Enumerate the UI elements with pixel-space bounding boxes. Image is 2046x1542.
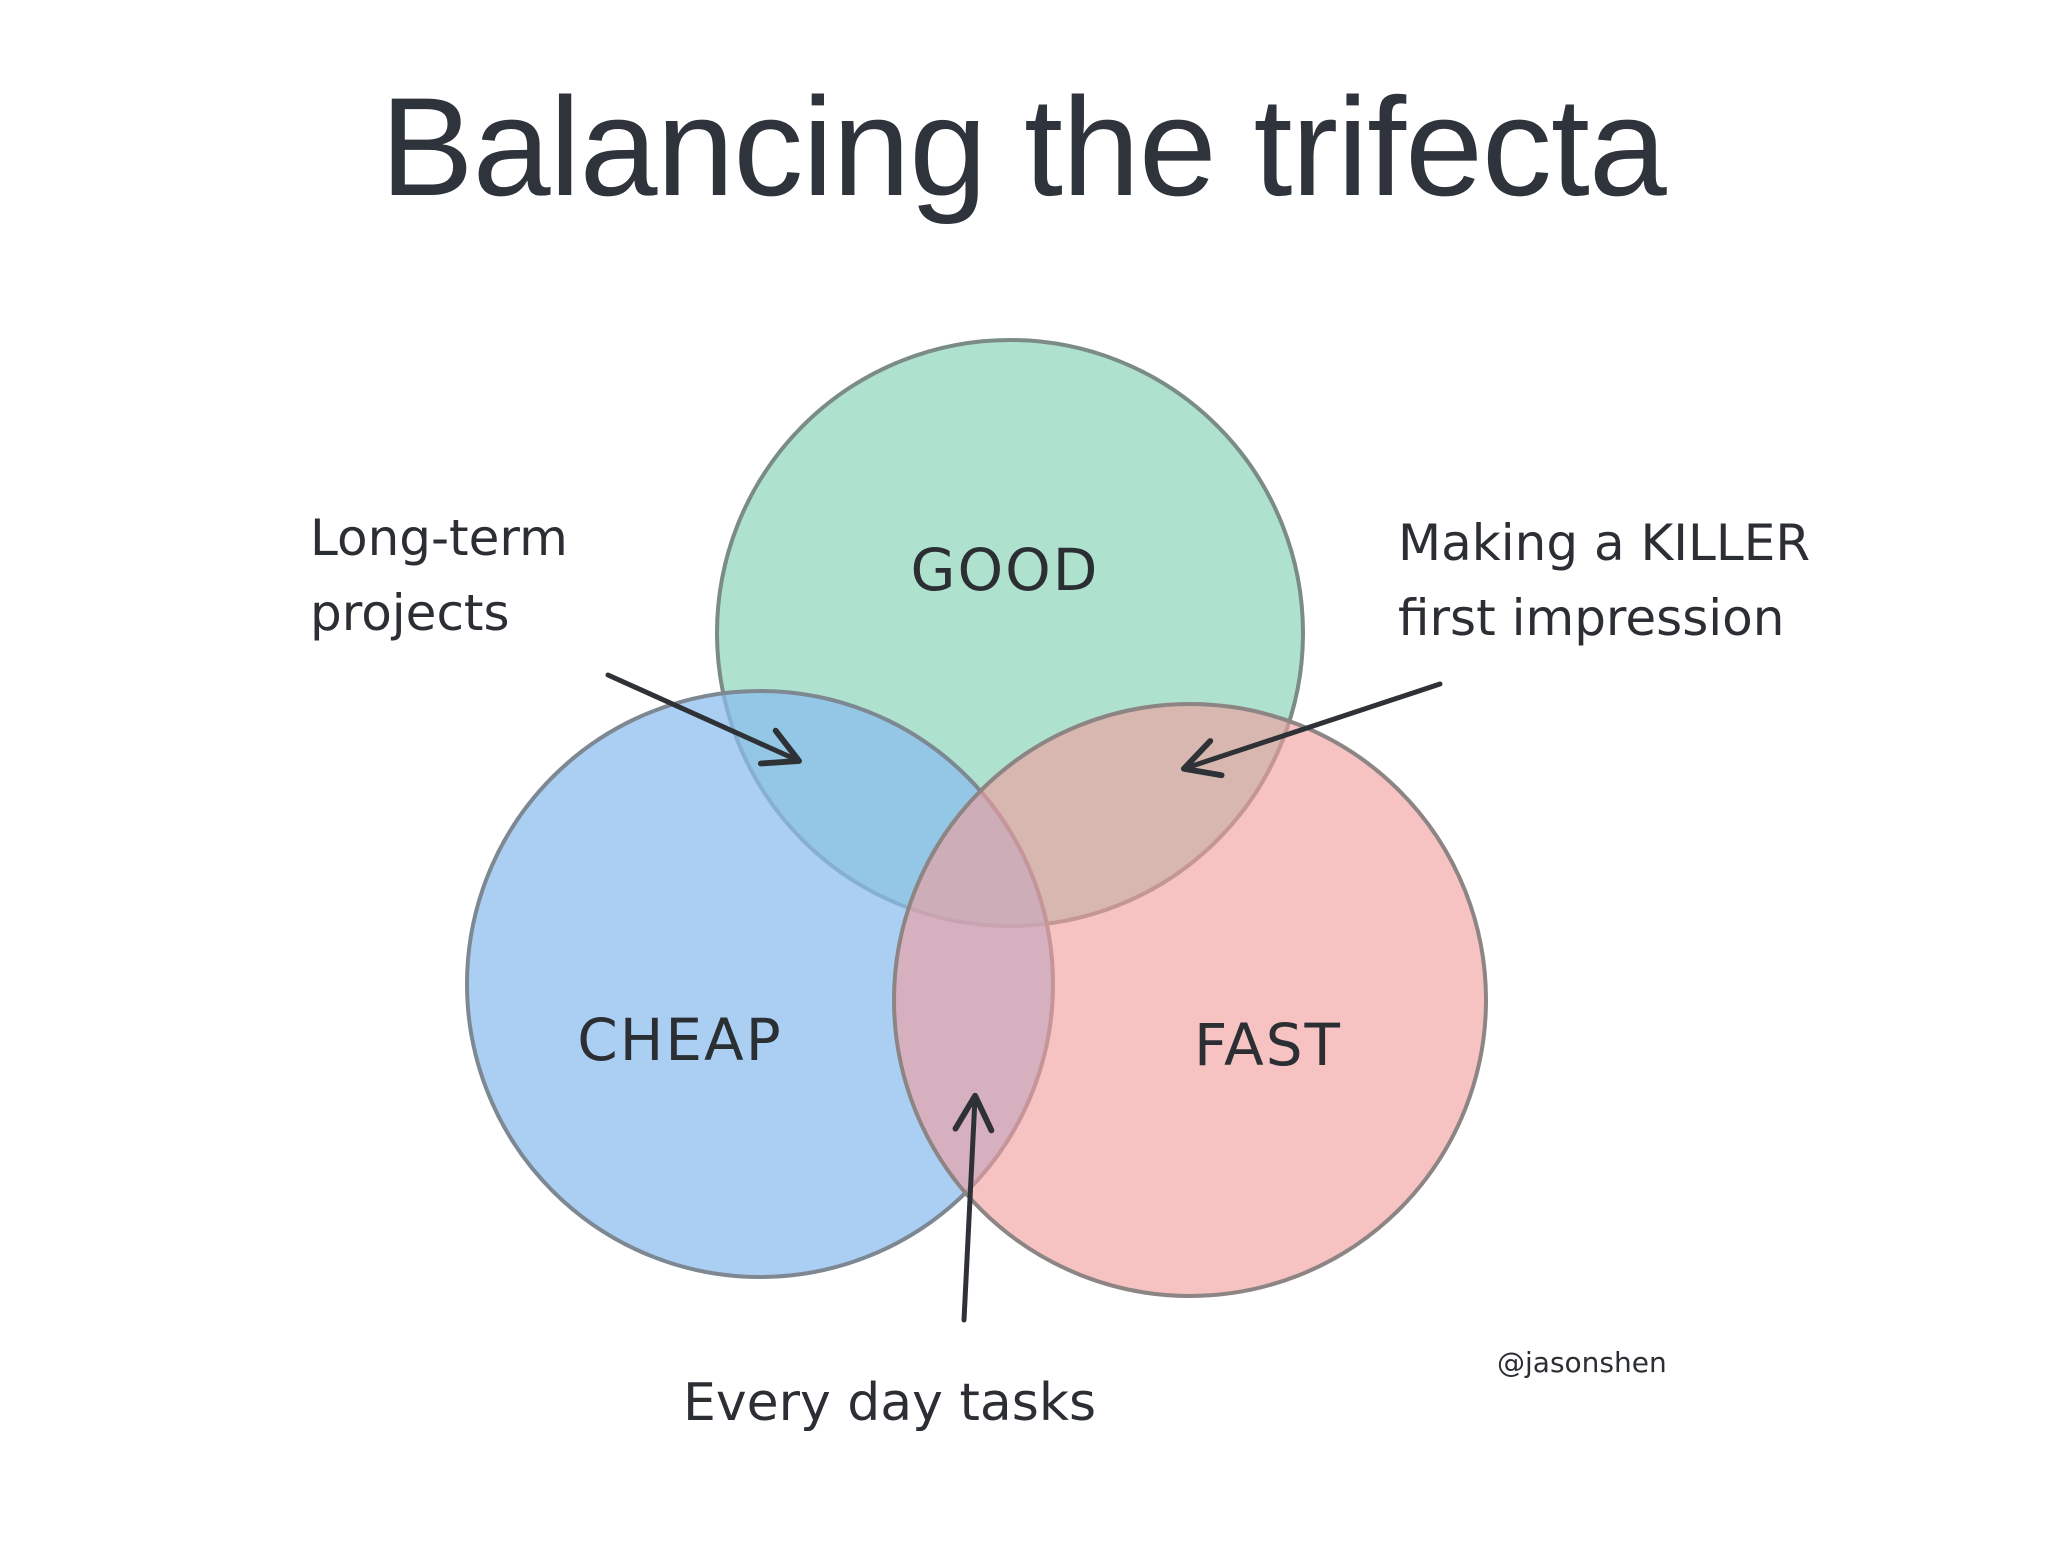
fast-circle	[892, 702, 1488, 1298]
page-title: Balancing the trifecta	[380, 68, 1666, 225]
credit-handle: @jasonshen	[1497, 1346, 1667, 1379]
annotation-good-fast: Making a KILLER first impression	[1398, 514, 1826, 647]
annotation-good-cheap-line1: Long-term	[310, 509, 568, 567]
good-label: GOOD	[911, 536, 1100, 604]
arrow-good-fast	[1180, 681, 1443, 779]
arrow-good-cheap	[605, 672, 802, 767]
annotation-good-fast-line1: Making a KILLER	[1398, 514, 1810, 572]
cheap-label: CHEAP	[577, 1006, 782, 1074]
annotation-good-cheap: Long-term projects	[310, 509, 584, 642]
fast-label: FAST	[1194, 1011, 1342, 1079]
annotation-good-cheap-line2: projects	[310, 584, 510, 642]
annotation-good-fast-line2: first impression	[1398, 589, 1784, 647]
arrow-cheap-fast	[952, 1092, 995, 1323]
annotation-cheap-fast: Every day tasks	[683, 1373, 1096, 1433]
